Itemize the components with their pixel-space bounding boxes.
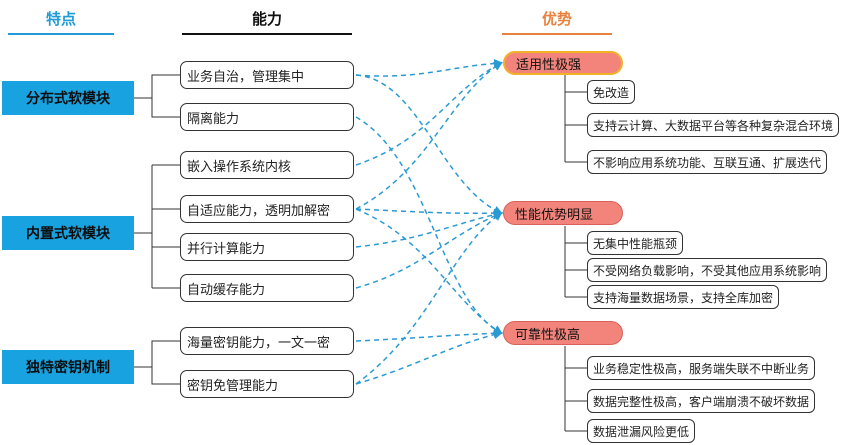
advantage-sub-item: 免改造 bbox=[587, 80, 636, 104]
tree-connector-feature-1 bbox=[134, 74, 180, 118]
tree-connector-advantage-1 bbox=[564, 75, 587, 163]
advantage-pill-reliability: 可靠性极高 bbox=[503, 321, 623, 345]
capability-box-auto-cache: 自动缓存能力 bbox=[180, 274, 354, 302]
capabilities-header: 能力 bbox=[251, 10, 282, 28]
advantage-sub-item: 数据泄漏风险更低 bbox=[587, 419, 696, 443]
arrow-cap6-adv2 bbox=[355, 211, 503, 289]
arrow-cap3-adv1 bbox=[355, 62, 503, 166]
advantages-header: 优势 bbox=[541, 10, 572, 28]
advantage-sub-item: 支持云计算、大数据平台等各种复杂混合环境 bbox=[587, 113, 840, 137]
arrow-cap4-adv1 bbox=[355, 61, 503, 210]
capability-box-autonomy: 业务自治，管理集中 bbox=[180, 61, 354, 89]
capability-box-key-free-management: 密钥免管理能力 bbox=[180, 370, 354, 398]
tree-connector-feature-2 bbox=[134, 164, 180, 289]
arrow-cap8-adv3 bbox=[355, 330, 503, 385]
advantage-sub-item: 不影响应用系统功能、互联互通、扩展迭代 bbox=[587, 150, 828, 174]
capability-box-kernel-embedding: 嵌入操作系统内核 bbox=[180, 151, 354, 179]
advantage-pill-performance: 性能优势明显 bbox=[503, 201, 623, 225]
advantages-header-underline bbox=[502, 33, 612, 35]
arrow-cap2-adv3 bbox=[355, 116, 503, 334]
arrow-cap5-adv2 bbox=[355, 210, 503, 248]
advantage-sub-item: 业务稳定性极高，服务端失联不中断业务 bbox=[587, 356, 816, 380]
feature-box-key-mechanism: 独特密钥机制 bbox=[2, 350, 134, 384]
tree-connector-feature-3 bbox=[134, 340, 180, 385]
tree-connector-advantage-3 bbox=[564, 346, 587, 432]
arrow-cap8-adv2 bbox=[355, 211, 503, 385]
advantage-sub-item: 支持海量数据场景，支持全库加密 bbox=[587, 285, 780, 309]
feature-box-distributed: 分布式软模块 bbox=[2, 81, 134, 115]
arrow-cap1-adv2 bbox=[355, 74, 503, 215]
features-header-underline bbox=[8, 33, 114, 35]
features-header: 特点 bbox=[45, 10, 76, 28]
advantage-sub-item: 数据完整性极高，客户端崩溃不破坏数据 bbox=[587, 389, 816, 413]
arrow-cap7-adv3 bbox=[355, 328, 503, 342]
arrow-cap4-adv3 bbox=[355, 208, 503, 335]
capability-box-massive-keys: 海量密钥能力，一文一密 bbox=[180, 327, 354, 355]
advantage-sub-item: 不受网络负载影响，不受其他应用系统影响 bbox=[587, 258, 828, 282]
tree-connector-advantage-2 bbox=[564, 226, 587, 298]
advantage-sub-item: 无集中性能瓶颈 bbox=[587, 231, 684, 255]
feature-box-builtin: 内置式软模块 bbox=[2, 216, 134, 250]
capability-box-adaptive-encryption: 自适应能力，透明加解密 bbox=[180, 195, 354, 223]
arrow-cap1-adv1 bbox=[355, 58, 503, 77]
arrow-cap4-adv2 bbox=[355, 208, 503, 218]
capabilities-header-underline bbox=[182, 33, 352, 35]
capability-box-parallel-compute: 并行计算能力 bbox=[180, 233, 354, 261]
capability-box-isolation: 隔离能力 bbox=[180, 103, 354, 131]
advantage-pill-applicability: 适用性极强 bbox=[503, 51, 623, 75]
